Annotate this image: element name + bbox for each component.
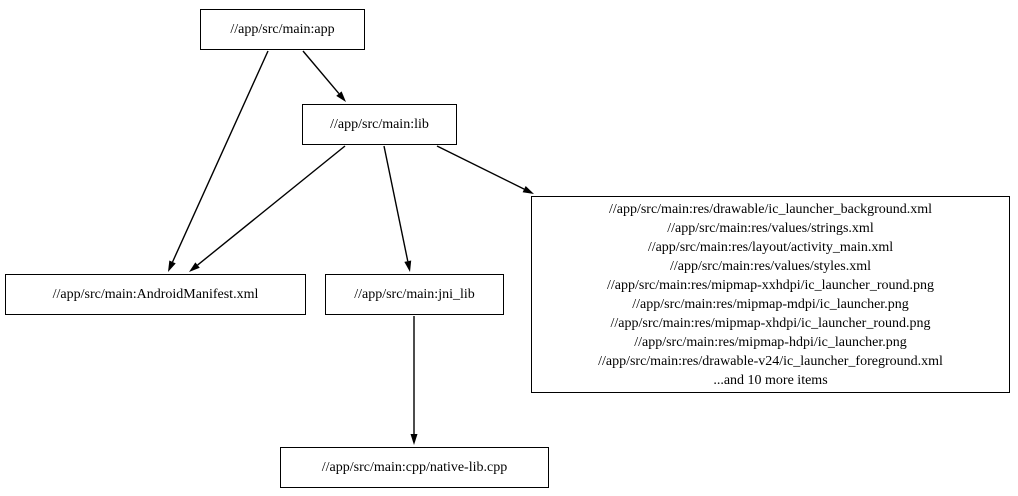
graph-edge-lib-to-jni-lib <box>383 145 412 272</box>
graph-edge-jni-lib-to-native-lib <box>410 316 418 445</box>
graph-node-label-native_lib_cpp: //app/src/main:cpp/native-lib.cpp <box>321 460 508 475</box>
graph-node-label-lib: //app/src/main:lib <box>330 117 429 132</box>
graph-node-label-jni_lib: //app/src/main:jni_lib <box>354 287 475 302</box>
graph-node-app[interactable]: //app/src/main:app <box>200 9 365 50</box>
arrowhead-icon <box>189 262 200 272</box>
arrowhead-icon <box>336 91 346 102</box>
graph-node-label-android_manifest: //app/src/main:AndroidManifest.xml <box>52 287 259 302</box>
graph-node-jni_lib[interactable]: //app/src/main:jni_lib <box>325 274 504 315</box>
graph-node-res_bundle[interactable]: //app/src/main:res/drawable/ic_launcher_… <box>531 196 1010 393</box>
arrowhead-icon <box>410 434 418 445</box>
graph-edge-app-to-lib <box>302 50 346 102</box>
arrowhead-icon <box>522 185 534 194</box>
arrowhead-icon <box>404 260 412 272</box>
graph-edge-lib-to-res-bundle <box>436 145 534 194</box>
graph-node-label-res_bundle: //app/src/main:res/drawable/ic_launcher_… <box>598 201 943 388</box>
graph-node-android_manifest[interactable]: //app/src/main:AndroidManifest.xml <box>5 274 306 315</box>
graph-edge-app-to-manifest <box>168 50 269 272</box>
arrowhead-icon <box>168 260 176 272</box>
graph-node-label-app: //app/src/main:app <box>230 22 335 37</box>
graph-node-native_lib_cpp[interactable]: //app/src/main:cpp/native-lib.cpp <box>280 447 549 488</box>
graph-edge-lib-to-manifest <box>189 145 346 272</box>
graph-node-lib[interactable]: //app/src/main:lib <box>302 104 457 145</box>
